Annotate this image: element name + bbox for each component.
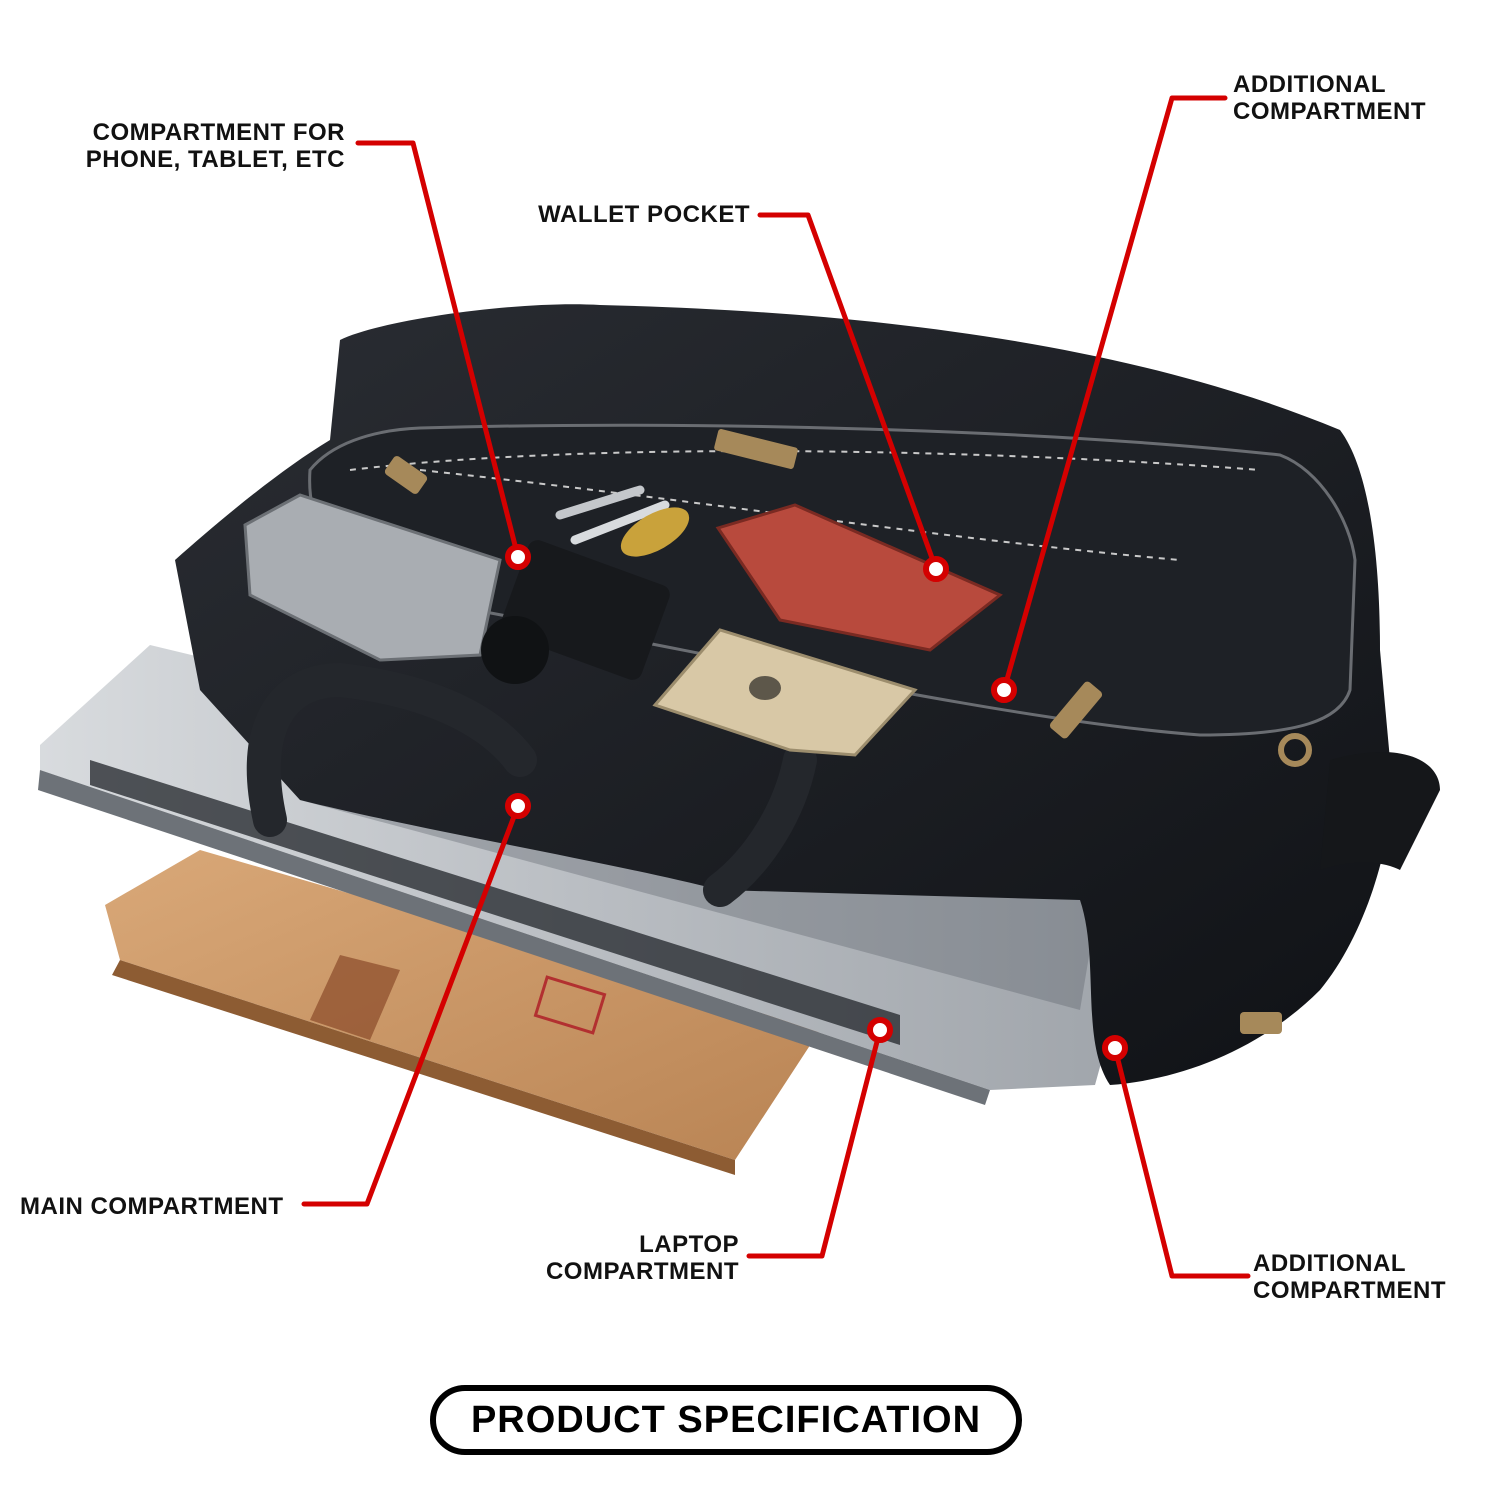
book: [105, 850, 820, 1175]
callout-additional-top-line2: COMPARTMENT: [1233, 98, 1427, 125]
callout-phone-tablet-line1: COMPARTMENT FOR: [92, 119, 345, 146]
callout-main-line1: MAIN COMPARTMENT: [20, 1193, 284, 1220]
callout-wallet-line1: WALLET POCKET: [538, 201, 750, 228]
callout-line-laptop: [746, 1027, 883, 1259]
callout-additional-bottom-line2: COMPARTMENT: [1253, 1277, 1447, 1304]
marker-additional-bottom: [1102, 1035, 1128, 1061]
callout-line-phone-tablet: [355, 140, 521, 560]
marker-phone-tablet: [505, 544, 531, 570]
product-specification-banner: PRODUCT SPECIFICATION: [430, 1385, 1022, 1455]
callout-phone-tablet-line2: PHONE, TABLET, ETC: [85, 146, 345, 173]
marker-main: [505, 793, 531, 819]
callout-line-additional-top: [1001, 95, 1228, 693]
callout-phone-tablet: COMPARTMENT FOR PHONE, TABLET, ETC: [40, 119, 345, 173]
bag: [175, 304, 1440, 1085]
marker-additional-top: [991, 677, 1017, 703]
marker-laptop: [867, 1017, 893, 1043]
callout-additional-top-line1: ADDITIONAL: [1233, 71, 1386, 98]
callout-additional-bottom-line1: ADDITIONAL: [1253, 1250, 1406, 1277]
callout-line-main: [301, 803, 521, 1207]
banner-text: PRODUCT SPECIFICATION: [470, 1398, 982, 1441]
callout-laptop-line1: LAPTOP: [639, 1231, 739, 1258]
callout-line-additional-bottom: [1112, 1045, 1251, 1279]
callout-main: MAIN COMPARTMENT: [20, 1193, 284, 1220]
callout-additional-top: ADDITIONAL COMPARTMENT: [1233, 71, 1426, 125]
callout-line-wallet: [757, 212, 939, 572]
callout-wallet: WALLET POCKET: [490, 201, 750, 228]
callout-laptop: LAPTOP COMPARTMENT: [480, 1231, 739, 1285]
callout-additional-bottom: ADDITIONAL COMPARTMENT: [1253, 1250, 1446, 1304]
marker-wallet: [923, 556, 949, 582]
callout-laptop-line2: COMPARTMENT: [545, 1258, 739, 1285]
